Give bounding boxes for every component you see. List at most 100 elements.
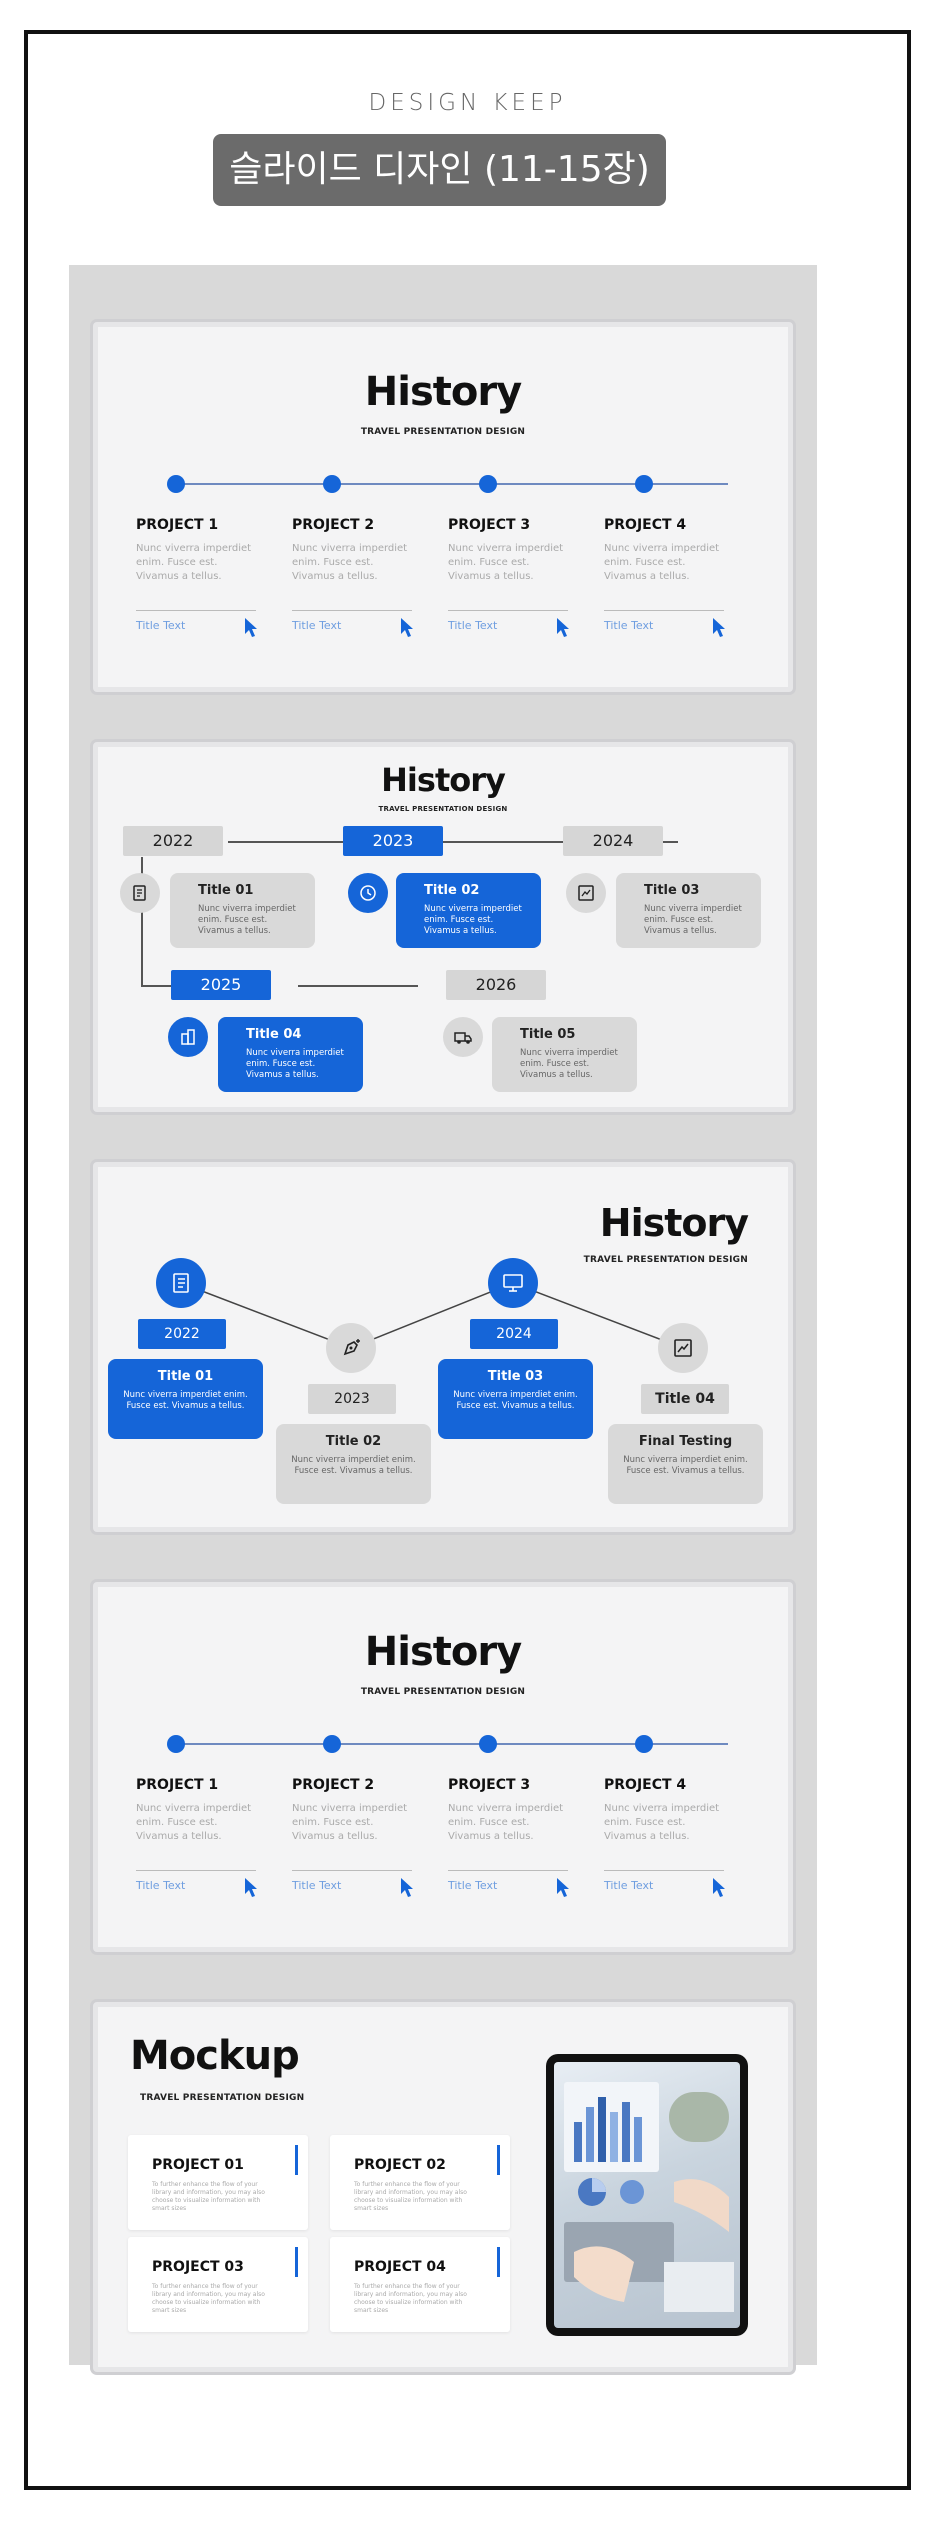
accent-bar [295, 2247, 298, 2277]
divider [292, 610, 412, 611]
project-desc: Nunc viverra imperdiet enim. Fusce est. … [448, 543, 564, 582]
checklist-icon [156, 1258, 206, 1308]
card-desc: Nunc viverra imperdiet enim. Fusce est. … [198, 904, 296, 936]
brand-label: DESIGN KEEP [368, 90, 567, 116]
connector-line [141, 857, 143, 987]
project-desc: Nunc viverra imperdiet enim. Fusce est. … [604, 1803, 720, 1842]
slide-subtitle: TRAVEL PRESENTATION DESIGN [360, 427, 526, 437]
timeline-dot [635, 1735, 653, 1753]
accent-bar [295, 2145, 298, 2175]
divider [136, 1870, 256, 1871]
card-title: PROJECT 04 [354, 2259, 446, 2275]
year-label: 2023 [343, 826, 443, 856]
project-title: PROJECT 2 [292, 1777, 375, 1793]
clock-icon [348, 873, 388, 913]
project-title: PROJECT 3 [448, 517, 531, 533]
project-card: PROJECT 04 To further enhance the flow of… [330, 2237, 510, 2332]
slide-subtitle: TRAVEL PRESENTATION DESIGN [140, 2093, 305, 2103]
slide-subtitle: TRAVEL PRESENTATION DESIGN [583, 1255, 748, 1265]
slide-title: History [599, 1201, 749, 1245]
year-label: 2023 [308, 1384, 396, 1414]
tablet-screen-photo [554, 2062, 740, 2328]
project-link[interactable]: Title Text [448, 619, 498, 632]
card-desc: To further enhance the flow of your libr… [354, 2181, 467, 2212]
timeline-dot [479, 475, 497, 493]
project-desc: Nunc viverra imperdiet enim. Fusce est. … [136, 1803, 252, 1842]
year-label: Title 04 [641, 1384, 729, 1414]
project-link[interactable]: Title Text [604, 1879, 654, 1892]
project-title: PROJECT 3 [448, 1777, 531, 1793]
year-label: 2024 [563, 826, 663, 856]
connector-line [228, 841, 678, 843]
slide-title: History [381, 761, 506, 799]
project-desc: Nunc viverra imperdiet enim. Fusce est. … [136, 543, 252, 582]
divider [448, 1870, 568, 1871]
card-title: PROJECT 03 [152, 2259, 244, 2275]
year-label: 2025 [171, 970, 271, 1000]
project-desc: Nunc viverra imperdiet enim. Fusce est. … [292, 543, 408, 582]
year-label: 2026 [446, 970, 546, 1000]
year-label: 2022 [123, 826, 223, 856]
card-title: PROJECT 02 [354, 2157, 446, 2173]
card-title: Title 03 [644, 883, 700, 898]
report-icon [566, 873, 606, 913]
slide-title: History [364, 369, 522, 415]
slide-history-timeline-1[interactable]: History TRAVEL PRESENTATION DESIGN PROJE… [93, 322, 793, 692]
timeline-card: Title 03 Nunc viverra imperdiet enim. Fus… [616, 873, 761, 948]
slide-subtitle: TRAVEL PRESENTATION DESIGN [378, 805, 508, 813]
project-link[interactable]: Title Text [136, 1879, 186, 1892]
project-link[interactable]: Title Text [136, 619, 186, 632]
project-title: PROJECT 1 [136, 1777, 219, 1793]
timeline-line [168, 1743, 728, 1745]
divider [604, 610, 724, 611]
card-desc: To further enhance the flow of your libr… [354, 2283, 467, 2314]
card-title: Final Testing [638, 1434, 733, 1449]
slide-history-timeline-4[interactable]: History TRAVEL PRESENTATION DESIGN PROJE… [93, 1582, 793, 1952]
pen-tool-icon [326, 1323, 376, 1373]
project-desc: Nunc viverra imperdiet enim. Fusce est. … [448, 1803, 564, 1842]
project-link[interactable]: Title Text [604, 619, 654, 632]
project-title: PROJECT 1 [136, 517, 219, 533]
card-desc: Nunc viverra imperdiet enim. Fusce est. … [453, 1390, 578, 1411]
card-desc: Nunc viverra imperdiet enim. Fusce est. … [424, 904, 522, 936]
project-desc: Nunc viverra imperdiet enim. Fusce est. … [292, 1803, 408, 1842]
timeline-dot [635, 475, 653, 493]
project-link[interactable]: Title Text [292, 619, 342, 632]
card-desc: Nunc viverra imperdiet enim. Fusce est. … [520, 1048, 618, 1080]
divider [604, 1870, 724, 1871]
divider [292, 1870, 412, 1871]
slide-stack: History TRAVEL PRESENTATION DESIGN PROJE… [69, 265, 817, 2372]
timeline-dot [323, 475, 341, 493]
project-link[interactable]: Title Text [292, 1879, 342, 1892]
project-card: PROJECT 03 To further enhance the flow of… [128, 2237, 308, 2332]
divider [136, 610, 256, 611]
slide-title: History [364, 1629, 522, 1675]
page-title: 슬라이드 디자인 (11-15장) [213, 134, 666, 206]
slide-subtitle: TRAVEL PRESENTATION DESIGN [360, 1687, 526, 1697]
year-label: 2022 [138, 1319, 226, 1349]
slide-history-timeline-2[interactable]: History TRAVEL PRESENTATION DESIGN 2022 … [93, 742, 793, 1112]
card-desc: Nunc viverra imperdiet enim. Fusce est. … [644, 904, 742, 936]
slide-mockup[interactable]: Mockup TRAVEL PRESENTATION DESIGN PROJEC… [93, 2002, 793, 2372]
timeline-dot [323, 1735, 341, 1753]
card-desc: To further enhance the flow of your libr… [152, 2283, 265, 2314]
project-card: PROJECT 02 To further enhance the flow of… [330, 2135, 510, 2230]
timeline-line [168, 483, 728, 485]
card-desc: Nunc viverra imperdiet enim. Fusce est. … [246, 1048, 344, 1080]
accent-bar [497, 2145, 500, 2175]
project-link[interactable]: Title Text [448, 1879, 498, 1892]
card-title: Title 03 [487, 1369, 544, 1384]
slide-history-timeline-3[interactable]: History TRAVEL PRESENTATION DESIGN 2022 … [93, 1162, 793, 1532]
card-title: Title 01 [157, 1369, 214, 1384]
connector-zigzag [180, 1282, 684, 1349]
building-icon [168, 1017, 208, 1057]
project-title: PROJECT 4 [604, 517, 687, 533]
timeline-dot [167, 1735, 185, 1753]
project-title: PROJECT 4 [604, 1777, 687, 1793]
